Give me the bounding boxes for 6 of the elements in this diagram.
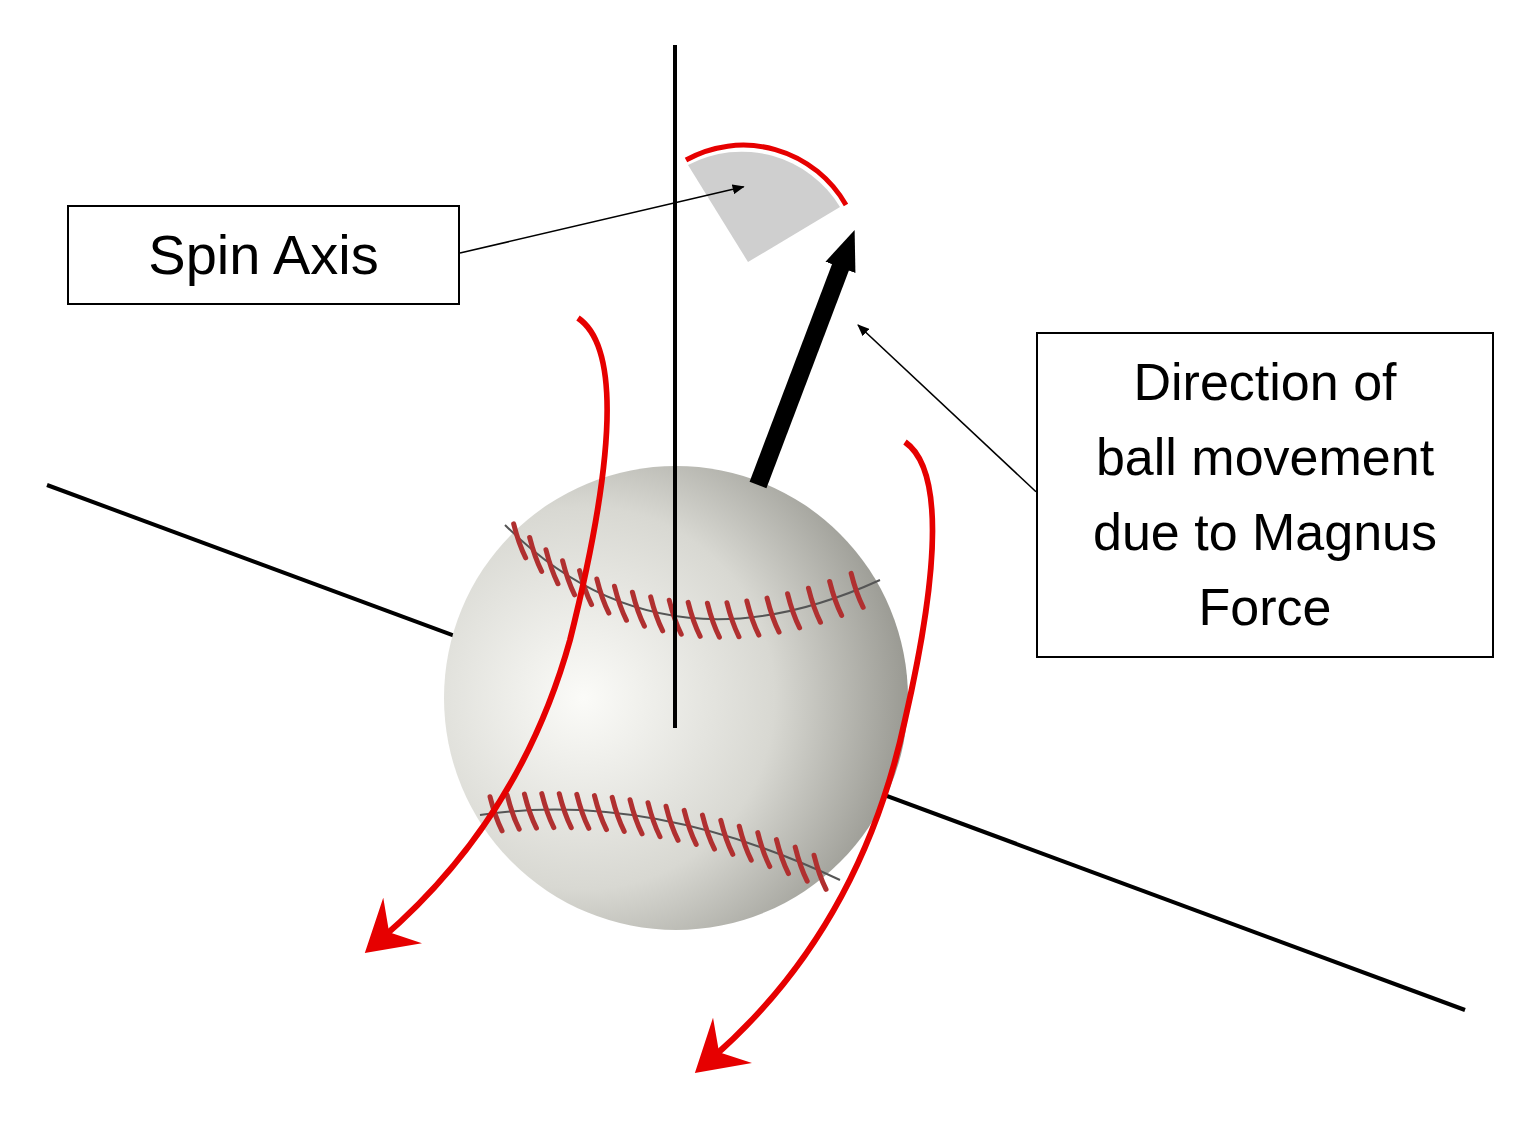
label-box [67, 205, 460, 305]
label-text: Direction of ball movement due to Magnus Force [1092, 352, 1438, 638]
label-box [1036, 332, 1494, 658]
leader-line [459, 184, 745, 254]
leader-line [857, 324, 1037, 493]
label-text: Spin Axis [148, 222, 379, 288]
